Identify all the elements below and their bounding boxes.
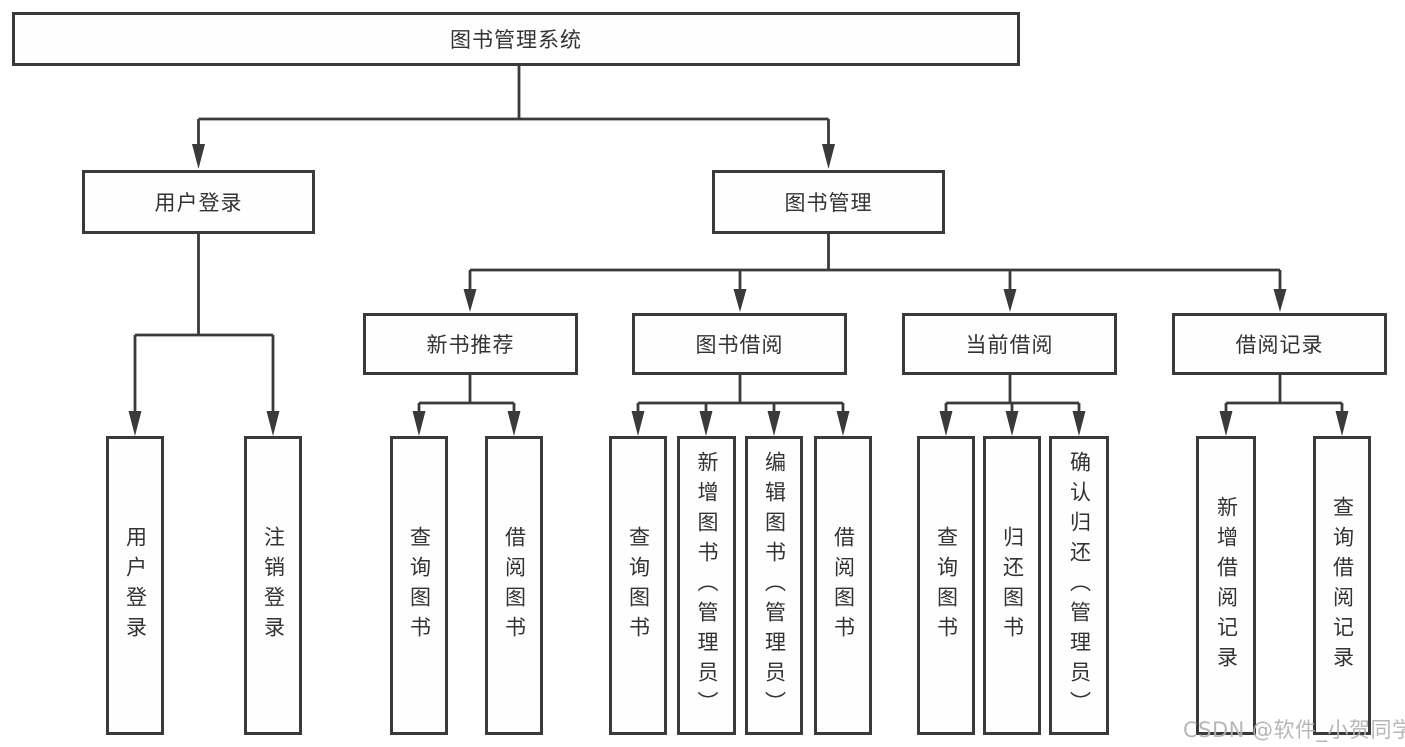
node-leaf-add-borrow-record: 新增借阅记录: [1196, 436, 1256, 735]
node-label: 编辑图书（管理员）: [762, 450, 787, 721]
node-new-book-recommend: 新书推荐: [363, 313, 578, 375]
node-leaf-borrow-books-2: 借阅图书: [814, 436, 872, 735]
node-leaf-borrow-books-1: 借阅图书: [485, 436, 543, 735]
node-label: 图书管理系统: [450, 28, 582, 52]
node-label: 借阅记录: [1235, 333, 1324, 357]
node-leaf-confirm-return-admin: 确认归还（管理员）: [1049, 436, 1109, 735]
node-leaf-query-books-1: 查询图书: [390, 436, 448, 735]
node-user-login-group: 用户登录: [82, 170, 315, 234]
node-label: 图书借阅: [695, 333, 784, 357]
node-book-borrow: 图书借阅: [632, 313, 847, 375]
node-label: 借阅图书: [831, 525, 856, 646]
node-label: 用户登录: [123, 525, 148, 646]
node-label: 当前借阅: [965, 333, 1054, 357]
node-leaf-query-books-3: 查询图书: [917, 436, 975, 735]
node-label: 确认归还（管理员）: [1067, 450, 1092, 721]
node-library-management-system: 图书管理系统: [12, 12, 1020, 66]
node-leaf-logout: 注销登录: [244, 436, 302, 735]
node-label: 注销登录: [261, 525, 286, 646]
node-label: 归还图书: [1000, 525, 1025, 646]
node-label: 新书推荐: [426, 333, 515, 357]
node-leaf-user-login: 用户登录: [106, 436, 164, 735]
node-label: 新增图书（管理员）: [695, 450, 719, 721]
node-label: 查询图书: [407, 525, 432, 646]
node-label: 用户登录: [154, 191, 243, 215]
node-leaf-return-book: 归还图书: [983, 436, 1041, 735]
node-borrow-records: 借阅记录: [1172, 313, 1387, 375]
node-label: 图书管理: [784, 191, 873, 215]
node-label: 查询图书: [626, 525, 651, 646]
node-book-management: 图书管理: [712, 170, 945, 234]
node-leaf-add-book-admin: 新增图书（管理员）: [677, 436, 736, 735]
arrowheads: [128, 144, 1349, 436]
node-label: 查询图书: [934, 525, 959, 646]
csdn-watermark: CSDN @软件_小贺同学: [1183, 718, 1405, 742]
node-leaf-edit-book-admin: 编辑图书（管理员）: [745, 436, 803, 735]
node-label: 新增借阅记录: [1214, 495, 1239, 676]
node-current-borrow: 当前借阅: [902, 313, 1117, 375]
node-label: 借阅图书: [502, 525, 527, 646]
node-leaf-query-borrow-record: 查询借阅记录: [1313, 436, 1371, 735]
node-label: 查询借阅记录: [1330, 495, 1355, 676]
node-leaf-query-books-2: 查询图书: [609, 436, 667, 735]
